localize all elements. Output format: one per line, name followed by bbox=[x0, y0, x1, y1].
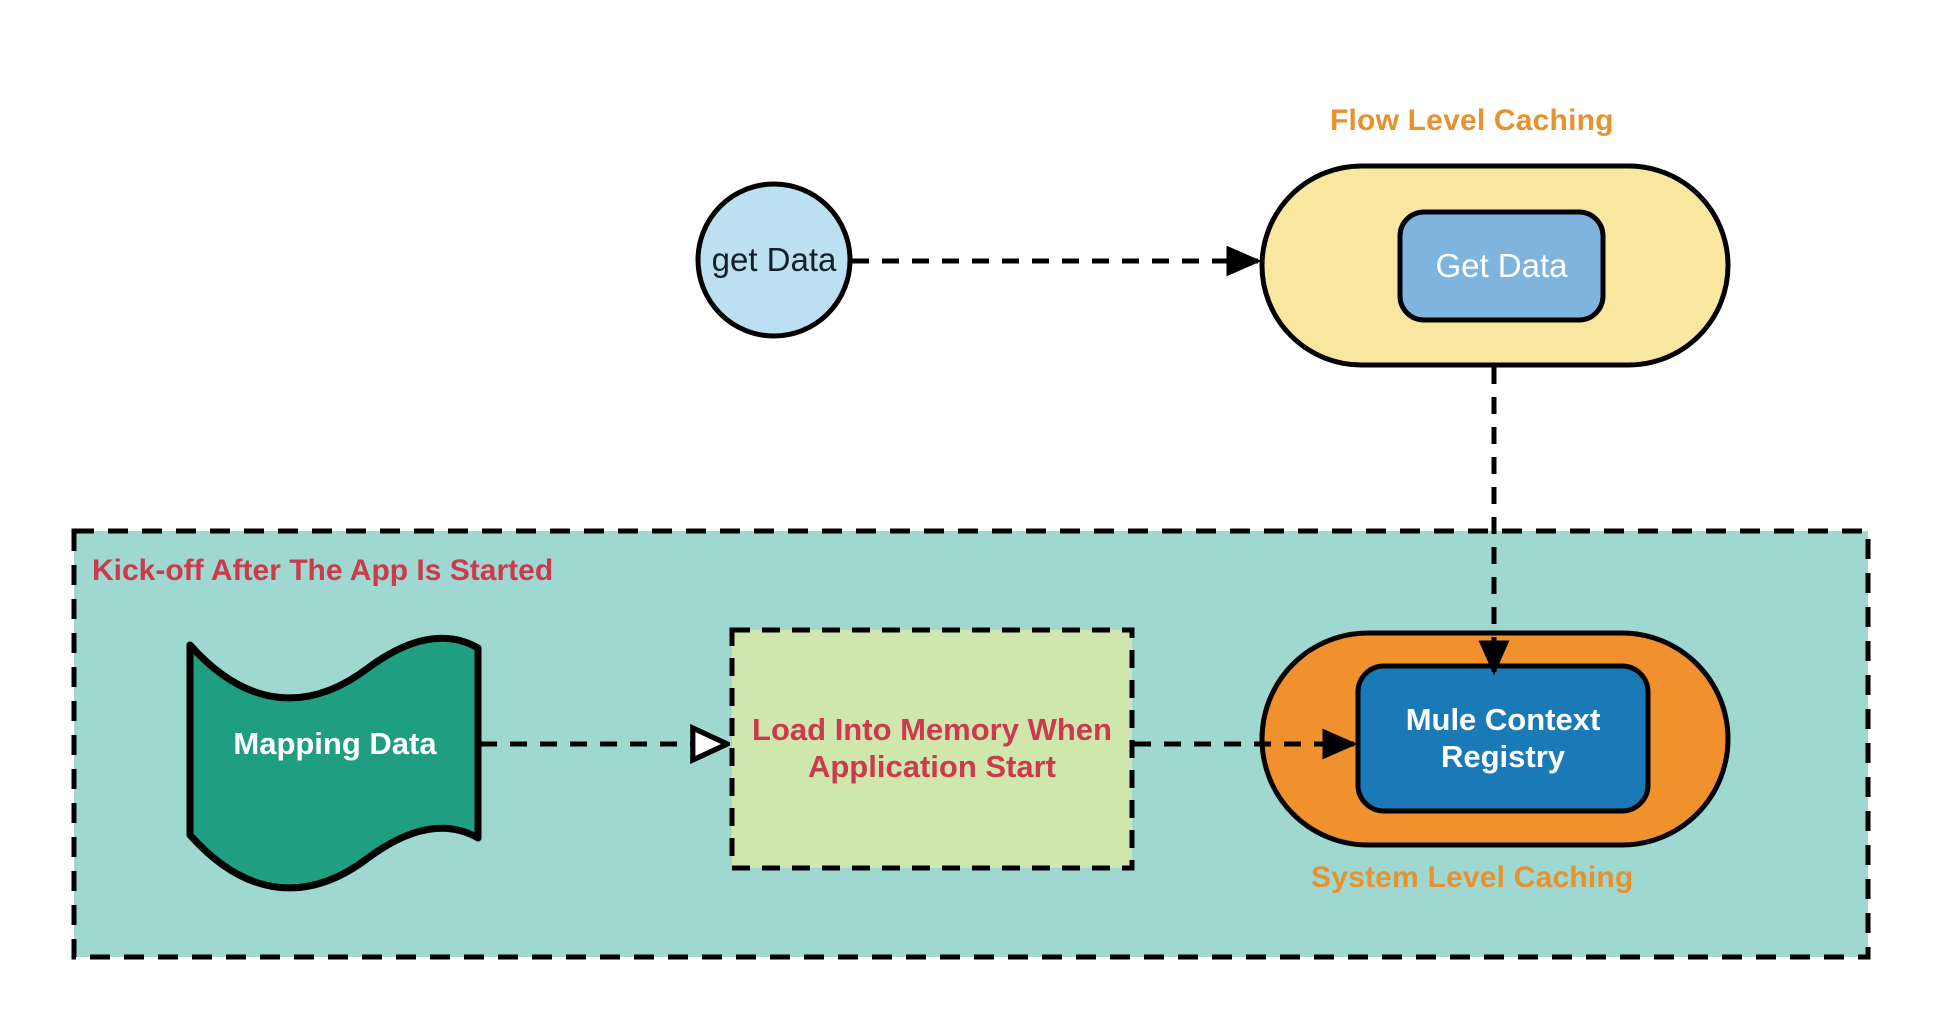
mapping-data-flag-node bbox=[186, 634, 482, 892]
mule-context-registry-node bbox=[1355, 663, 1651, 814]
get-data-inner-node bbox=[1397, 209, 1606, 323]
load-into-memory-box bbox=[729, 627, 1135, 871]
get-data-circle-node bbox=[695, 181, 853, 339]
